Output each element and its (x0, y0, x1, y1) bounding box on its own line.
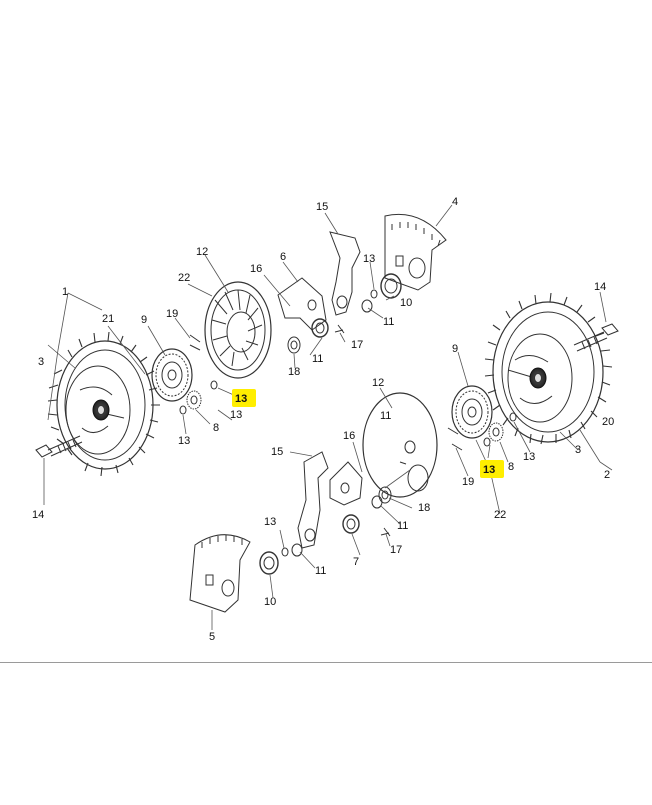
right-screw-17 (380, 527, 391, 537)
callout-10-right: 10 (264, 596, 276, 608)
callout-11-a: 11 (383, 316, 394, 328)
highlight-boxes (232, 389, 504, 478)
callout-2: 2 (604, 469, 610, 481)
callout-11-e: 11 (315, 565, 326, 577)
callout-13-b: 13 (178, 435, 190, 447)
callout-3-right: 3 (575, 444, 581, 456)
callout-labels: 1 2 3 3 4 5 6 7 8 8 9 9 10 10 11 11 11 1… (32, 196, 614, 643)
right-hubcap (362, 392, 438, 498)
left-spacer-ring (380, 273, 402, 299)
callout-9-right: 9 (452, 343, 458, 355)
callout-4: 4 (452, 196, 458, 208)
callout-21: 21 (102, 313, 114, 325)
callout-13-f: 13 (264, 516, 276, 528)
right-drive-gear (451, 385, 493, 439)
callout-12-right: 12 (372, 377, 384, 389)
callout-16-top: 16 (250, 263, 262, 275)
callout-12-left: 12 (196, 246, 208, 258)
callout-3-left: 3 (38, 356, 44, 368)
right-screws (447, 427, 463, 451)
left-washer-c (370, 289, 378, 299)
right-wheel (484, 292, 613, 445)
callout-13-left-highlighted: 13 (235, 393, 247, 405)
highlight-13-right (480, 460, 504, 478)
callout-9-left: 9 (141, 314, 147, 326)
callout-13-c: 13 (363, 253, 375, 265)
callout-1: 1 (62, 286, 68, 298)
callout-18-bottom: 18 (418, 502, 430, 514)
leader-lines (43, 204, 613, 630)
right-ring (342, 514, 360, 534)
left-hubcap (204, 281, 272, 379)
callout-11-b: 11 (312, 353, 323, 365)
right-axle-bolt (573, 323, 619, 352)
page-divider (0, 662, 652, 663)
callout-16-bottom: 16 (343, 430, 355, 442)
callout-18-top: 18 (288, 366, 300, 378)
right-bushing (378, 486, 392, 504)
callout-8-right: 8 (508, 461, 514, 473)
right-washer-b (483, 437, 491, 447)
right-washer-a (509, 412, 517, 422)
left-washer-a (179, 405, 187, 415)
left-axle-bolt (35, 435, 83, 458)
callout-11-c: 11 (397, 520, 408, 532)
right-washer-c (371, 495, 383, 509)
callout-17-top: 17 (351, 339, 363, 351)
left-bushing (287, 336, 301, 354)
callout-11-d: 11 (380, 410, 391, 422)
right-height-lever (297, 451, 329, 549)
callout-13-right-highlighted: 13 (483, 464, 495, 476)
callout-22-right: 22 (494, 509, 506, 521)
callout-5: 5 (209, 631, 215, 643)
left-ring (311, 318, 329, 338)
right-bracket (329, 461, 363, 506)
callout-13-e: 13 (523, 451, 535, 463)
left-screws (189, 334, 201, 351)
callout-6: 6 (280, 251, 286, 263)
callout-17-bottom: 17 (390, 544, 402, 556)
left-wheel (47, 331, 160, 477)
left-drive-gear (151, 348, 193, 402)
callout-15-bottom: 15 (271, 446, 283, 458)
right-pinion (488, 422, 504, 442)
callout-14-right: 14 (594, 281, 606, 293)
callout-10-left: 10 (400, 297, 412, 309)
callout-14-left: 14 (32, 509, 44, 521)
right-spacer-ring (259, 551, 279, 575)
left-screw-17 (334, 324, 345, 334)
left-washer-d (361, 299, 373, 313)
callout-7: 7 (353, 556, 359, 568)
left-bracket (277, 277, 327, 331)
highlight-13-left (232, 389, 256, 407)
callout-20: 20 (602, 416, 614, 428)
right-washer-e (291, 543, 303, 557)
callout-19-right: 19 (462, 476, 474, 488)
right-washer-d (281, 547, 289, 557)
callout-19-left: 19 (166, 308, 178, 320)
callout-8-left: 8 (213, 422, 219, 434)
left-height-sector (384, 213, 447, 291)
left-washer-b (210, 380, 218, 390)
callout-13-g: 13 (230, 409, 242, 421)
left-pinion (186, 390, 202, 410)
right-height-sector (189, 534, 251, 613)
callout-15-top: 15 (316, 201, 328, 213)
callout-22-left: 22 (178, 272, 190, 284)
left-height-lever (329, 231, 361, 316)
